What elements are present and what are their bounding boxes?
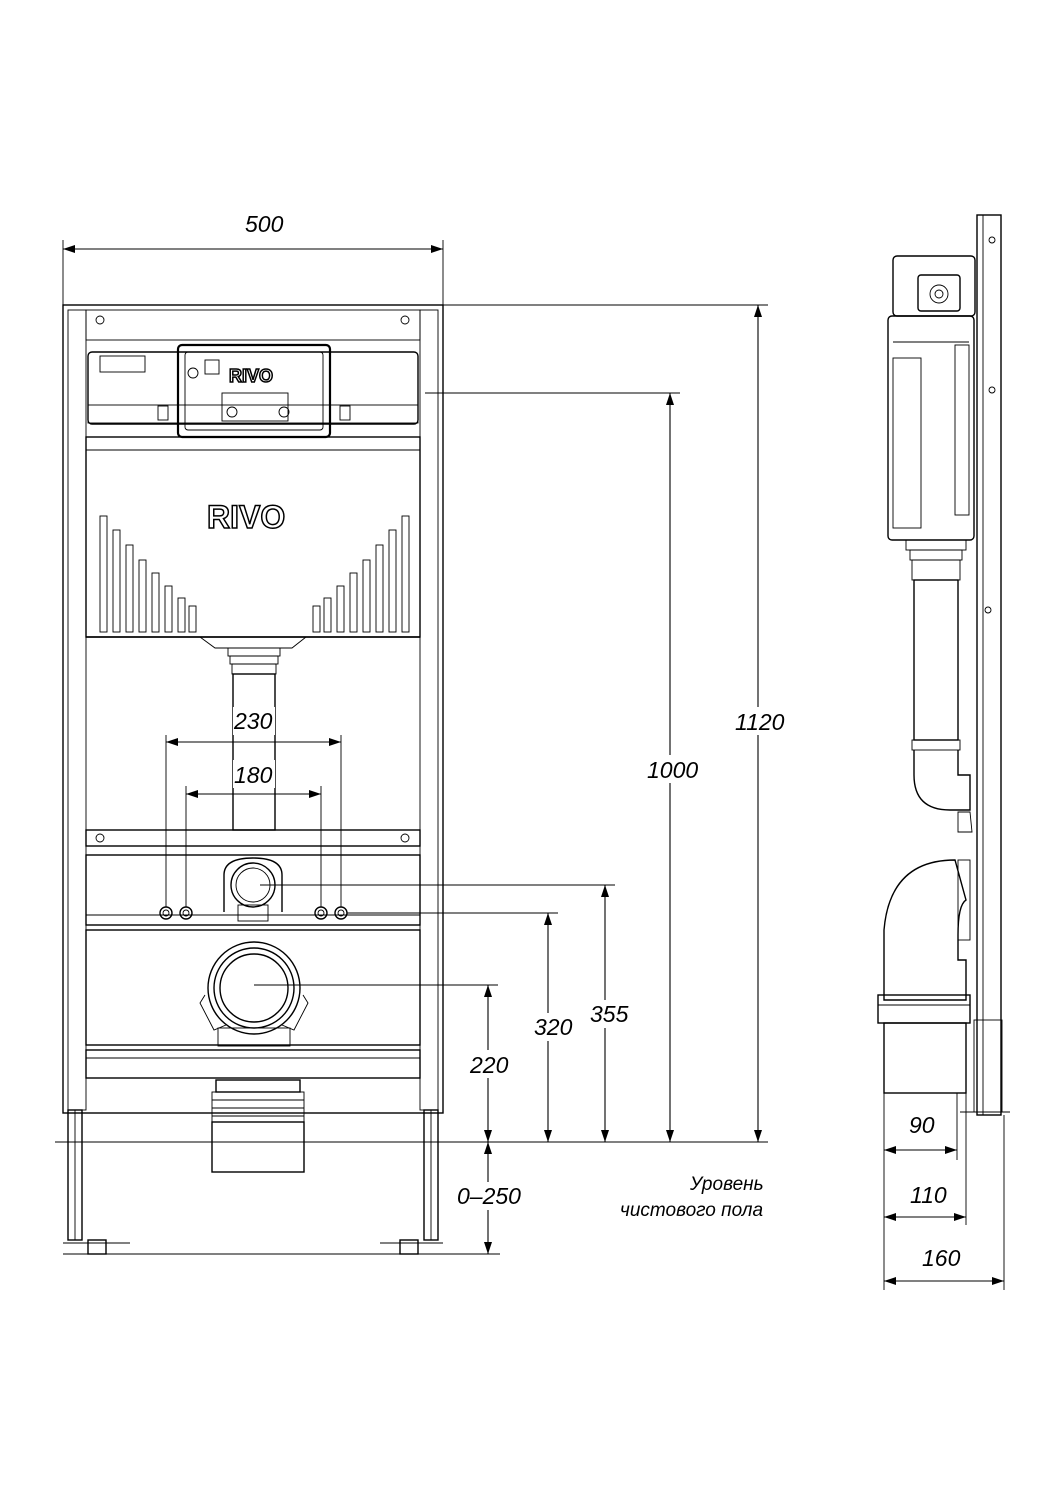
flush-inlet (223, 857, 283, 922)
drain-connector (211, 1079, 305, 1173)
screw-icon (226, 406, 238, 418)
side-dimensions: 90 110 160 (883, 1093, 1005, 1290)
dim-width-label: 500 (245, 211, 284, 237)
side-drain-elbow (877, 859, 971, 1094)
flush-pipe (227, 647, 281, 831)
side-clip-left (157, 405, 169, 421)
outlet-panel (85, 929, 421, 1046)
front-dimensions: 500 1120 1000 355 320 220 0–250 (55, 211, 785, 1255)
adjustable-legs (63, 1109, 443, 1255)
dim-hole-inner-label: 180 (234, 762, 273, 788)
mounting-bolts (159, 906, 348, 920)
cistern-bottom-taper (199, 636, 307, 649)
cistern-logo: RIVO (207, 499, 285, 535)
floor-note-line-1: Уровень (689, 1174, 764, 1195)
bottom-rail (85, 1049, 421, 1079)
side-flush-pipe (905, 539, 973, 833)
front-view: RIVO RIVO (62, 304, 444, 1255)
dim-depth-110-label: 110 (910, 1182, 947, 1208)
service-opening-dot (187, 367, 199, 379)
middle-rail (85, 829, 421, 847)
leg-foot-right (399, 1239, 419, 1255)
service-opening-inner (184, 351, 324, 431)
cistern-top-left-clip (99, 355, 146, 373)
drain-outlet (199, 941, 309, 1047)
dim-leg-adjust-label: 0–250 (457, 1183, 521, 1209)
dim-bolt-height-label: 320 (534, 1014, 573, 1040)
frame-top-rail (85, 309, 421, 341)
inlet-panel (85, 854, 421, 926)
dim-total-height-label: 1120 (735, 709, 785, 735)
side-cistern-body (887, 315, 975, 541)
dim-hole-outer-label: 230 (233, 708, 273, 734)
dim-inlet-height-label: 355 (590, 1001, 629, 1027)
mount-hole (95, 315, 105, 325)
mount-hole (400, 315, 410, 325)
floor-note-line-2: чистового пола (620, 1200, 763, 1221)
cistern-top (87, 351, 419, 425)
leg-foot-left (87, 1239, 107, 1255)
frame-outline (62, 304, 444, 1114)
mount-hole (95, 833, 105, 843)
screw-icon (278, 406, 290, 418)
mount-hole (400, 833, 410, 843)
side-frame-post (976, 214, 1002, 1116)
frame-right-post (419, 309, 439, 1111)
cistern-ribs-left (99, 515, 197, 633)
dim-flush-height-label: 1000 (647, 757, 698, 783)
dim-outlet-height-label: 220 (469, 1052, 509, 1078)
cistern-ribs-right (312, 515, 410, 633)
valve-mechanism (221, 392, 289, 422)
cistern-top-ledge (87, 404, 419, 424)
dim-depth-90-label: 90 (909, 1112, 935, 1138)
service-opening-square (204, 359, 220, 375)
side-clip-right (339, 405, 351, 421)
dim-depth-160-label: 160 (922, 1245, 961, 1271)
frame-left-post (67, 309, 87, 1111)
side-view (877, 214, 1010, 1116)
service-opening-logo: RIVO (229, 366, 273, 386)
side-flush-valve (917, 274, 961, 312)
